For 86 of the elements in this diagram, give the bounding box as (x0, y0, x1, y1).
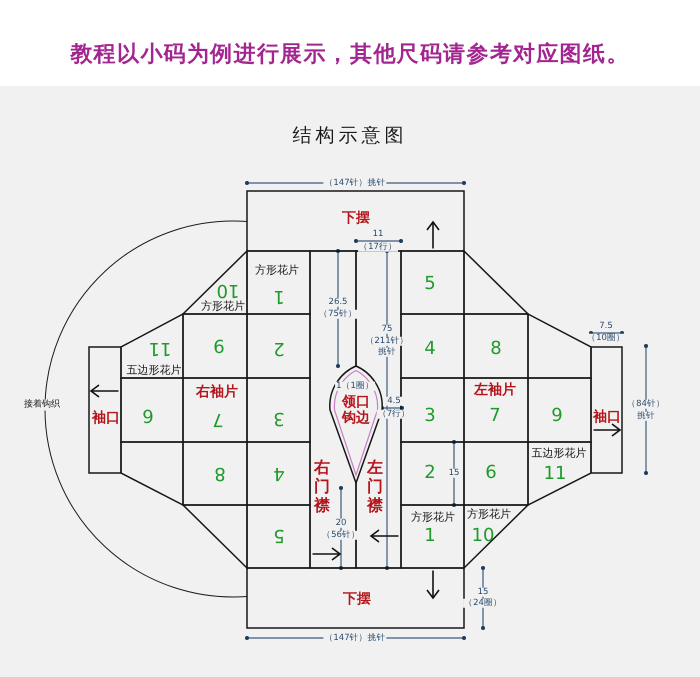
grid-cell (401, 442, 464, 505)
hem-box (247, 191, 464, 251)
cell-number: 8 (490, 340, 502, 358)
piece-label: 领口钩边 (342, 394, 370, 426)
cell-number: 9 (551, 407, 563, 425)
piece-label: 右门襟 (314, 458, 330, 514)
motif-label: 五边形花片 (126, 364, 182, 376)
triangle-cell (464, 505, 528, 568)
cell-number: 6 (485, 464, 497, 482)
cell-number: 4 (273, 464, 285, 482)
cell-number: 3 (424, 407, 436, 425)
dimension-label: 挑针 (636, 412, 656, 420)
dimension-label: （147针）挑针 (323, 178, 387, 188)
grid-cell (464, 378, 528, 442)
grid-cell (247, 378, 310, 442)
cell-number: 1 (273, 287, 285, 305)
cell-number: 5 (273, 526, 285, 544)
cell-number: 5 (424, 275, 436, 293)
cuff-box (591, 347, 622, 473)
arc-connector (44, 220, 248, 598)
cell-number: 3 (273, 409, 285, 427)
triangle-cell (464, 251, 528, 314)
cell-number: 7 (212, 410, 224, 428)
grid-cell (401, 505, 464, 568)
grid-cell (528, 378, 591, 442)
dimension-label: （17行） (358, 242, 398, 252)
dimension-label: （10圈） (586, 334, 626, 342)
motif-label: 方形花片 (201, 300, 245, 312)
grid-cell (247, 251, 310, 314)
cell-number: 9 (142, 409, 154, 427)
cell-number: 10 (472, 527, 494, 545)
dimension-label: 11 (372, 230, 384, 238)
cell-number: 10 (216, 281, 240, 299)
grid-cell (464, 442, 528, 505)
piece-label: 左门襟 (366, 458, 384, 514)
dimension-label: 7.5 (598, 322, 614, 330)
grid-cell (121, 378, 183, 442)
trapezoid-cell (528, 442, 591, 505)
hem-box (247, 568, 464, 628)
dimension-label: 挑针 (377, 348, 397, 356)
cell-number: 11 (148, 339, 172, 357)
dimension-label: 1（1圈） (335, 382, 375, 390)
cell-number: 7 (489, 407, 501, 425)
grid-cell (183, 378, 247, 442)
cell-number: 2 (424, 464, 436, 482)
piece-label: 左袖片 (474, 383, 516, 397)
dimension-label: 15 (476, 588, 490, 596)
dimension-label: （147针）挑针 (323, 634, 387, 642)
cell-number: 8 (214, 464, 226, 482)
grid-cell (183, 314, 247, 378)
cuff-box (89, 347, 121, 473)
piece-label: 右袖片 (196, 385, 238, 399)
cell-number: 2 (273, 339, 285, 357)
cell-number: 1 (424, 527, 436, 545)
trapezoid-cell (121, 314, 183, 378)
dimension-label: 4.5 (386, 396, 402, 406)
grid-cell (247, 314, 310, 378)
grid-cell (401, 251, 464, 314)
motif-label: 方形花片 (411, 512, 455, 522)
piece-label: 袖口 (593, 410, 621, 424)
motif-label: 方形花片 (255, 264, 299, 276)
dimension-label: 20 (334, 518, 348, 528)
triangle-cell (183, 505, 247, 568)
cell-number: 4 (424, 340, 436, 358)
grid-cell (464, 314, 528, 378)
dimension-label: 75 (380, 324, 394, 334)
triangle-cell (183, 251, 247, 314)
grid-cell (401, 314, 464, 378)
motif-label: 方形花片 (467, 508, 511, 520)
grid-cell (247, 442, 310, 505)
dimension-label: 15 (448, 468, 460, 478)
piece-label: 下摆 (342, 211, 370, 225)
grid-cell (401, 378, 464, 442)
piece-label: 下摆 (343, 592, 371, 606)
note-text: 教程以小码为例进行展示，其他尺码请参考对应图纸。 (70, 44, 630, 66)
diagram-title: 结构示意图 (292, 126, 408, 146)
edge-label: 接着钩织 (23, 400, 61, 410)
cell-number: 11 (544, 465, 566, 483)
grid-cell (247, 505, 310, 568)
cell-number: 6 (213, 339, 225, 357)
grid-cell (183, 442, 247, 505)
dimension-label: 26.5 (328, 298, 348, 306)
trapezoid-cell (528, 314, 591, 378)
motif-label: 五边形花片 (532, 448, 586, 458)
piece-label: 袖口 (92, 411, 120, 425)
trapezoid-cell (121, 442, 183, 505)
